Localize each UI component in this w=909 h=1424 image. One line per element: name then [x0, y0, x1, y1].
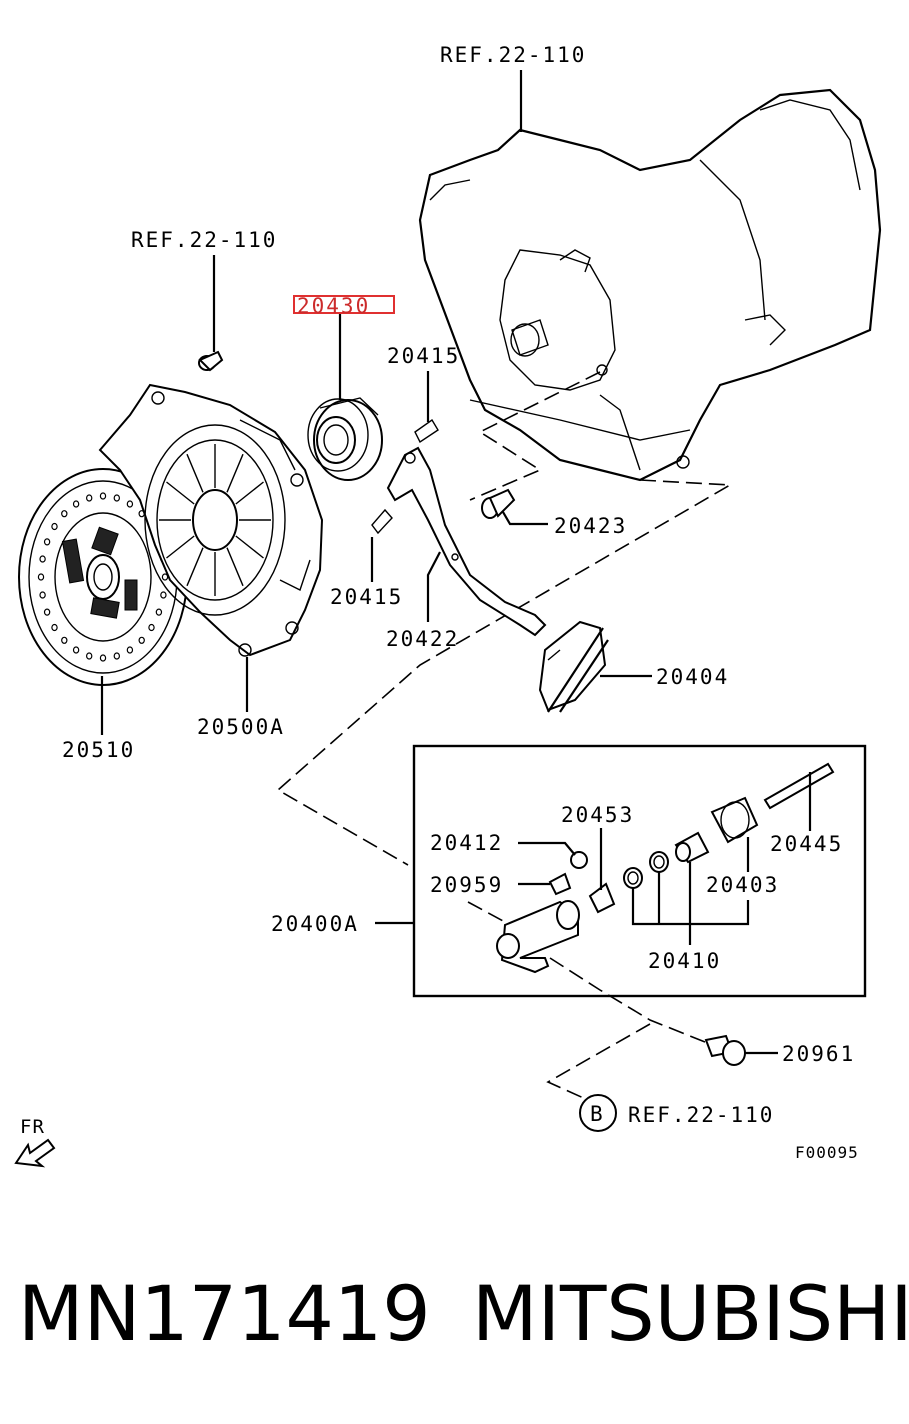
ref-b-marker-circle [579, 1094, 617, 1132]
pressure-plate-drawing [98, 383, 324, 657]
part-20403-label: 20403 [706, 873, 779, 897]
housing-reference-dashes [276, 371, 733, 866]
disc-rivet-hole [39, 555, 46, 563]
part-20961-label: 20961 [782, 1042, 855, 1066]
disc-rivet-hole [148, 623, 155, 632]
fork-boot-drawing [538, 620, 609, 713]
disc-rivet-hole [155, 608, 163, 616]
part-20404-label: 20404 [656, 665, 729, 689]
disc-rivet-hole [72, 500, 80, 508]
disc-rivet-hole [51, 522, 58, 531]
orientation-label: FR [20, 1116, 45, 1138]
disc-rivet-hole [113, 494, 121, 502]
disc-rivet-hole [51, 623, 58, 632]
disc-rivet-hole [160, 591, 167, 599]
part-number-caption: MN171419 [18, 1269, 431, 1358]
part-20412-label: 20412 [430, 831, 503, 855]
part-20445-label: 20445 [770, 832, 843, 856]
disc-rivet-hole [39, 591, 46, 599]
disc-rivet-hole [161, 573, 169, 581]
diaphragm-finger [226, 453, 244, 493]
highlight-box [293, 295, 395, 314]
part-20423-label: 20423 [554, 514, 627, 538]
leader-lines [100, 255, 778, 1055]
disc-rivet-hole [61, 636, 68, 644]
disc-rivet-hole [85, 494, 93, 502]
disc-rivet-hole [72, 646, 80, 654]
part-20500a-label: 20500A [197, 715, 285, 739]
diaphragm-finger [186, 453, 204, 493]
part-20453-label: 20453 [561, 803, 634, 827]
part-20415-bottom-label: 20415 [330, 585, 403, 609]
ref-left-label: REF.22-110 [131, 228, 277, 252]
part-20430-label: 20430 [297, 294, 370, 318]
diagram-code-label: F00095 [795, 1143, 859, 1162]
disc-rivet-hole [85, 652, 93, 660]
part-20959-label: 20959 [430, 873, 503, 897]
ref-bottom-label: REF.22-110 [628, 1103, 774, 1127]
disc-rivet-hole [99, 654, 107, 662]
disc-rivet-hole [43, 538, 51, 546]
disc-rivet-hole [126, 500, 134, 508]
part-20410-label: 20410 [648, 949, 721, 973]
ref-b-marker-letter: B [590, 1102, 603, 1126]
housing-bolt-drawing [198, 350, 224, 372]
part-20510-label: 20510 [62, 738, 135, 762]
diaphragm-finger [235, 535, 264, 559]
disc-rivet-hole [61, 510, 68, 518]
ref-b-dashes [546, 1023, 651, 1101]
part-20415-top-label: 20415 [387, 344, 460, 368]
disc-rivet-hole [126, 646, 134, 654]
release-bearing-drawing [307, 397, 383, 481]
slave-cylinder-inset [412, 744, 867, 1043]
front-arrow-icon [14, 1138, 56, 1168]
disc-rivet-hole [37, 573, 45, 581]
disc-rivet-hole [43, 608, 51, 616]
disc-rivet-hole [138, 636, 145, 644]
part-20400a-label: 20400A [271, 912, 359, 936]
disc-rivet-hole [99, 492, 107, 500]
pivot-bolt-drawing [481, 488, 516, 519]
ref-top-label: REF.22-110 [440, 43, 586, 67]
part-20422-label: 20422 [386, 627, 459, 651]
transmission-housing-drawing [418, 70, 882, 482]
diaphragm-finger [166, 535, 195, 559]
diaphragm-finger [186, 547, 204, 587]
brand-caption: MITSUBISHI [472, 1269, 909, 1358]
diaphragm-finger [226, 547, 244, 587]
diaphragm-finger [166, 481, 195, 505]
release-fork-drawing [371, 418, 547, 637]
banjo-bolt-drawing [704, 1034, 746, 1066]
diaphragm-finger [235, 481, 264, 505]
disc-rivet-hole [113, 652, 121, 660]
